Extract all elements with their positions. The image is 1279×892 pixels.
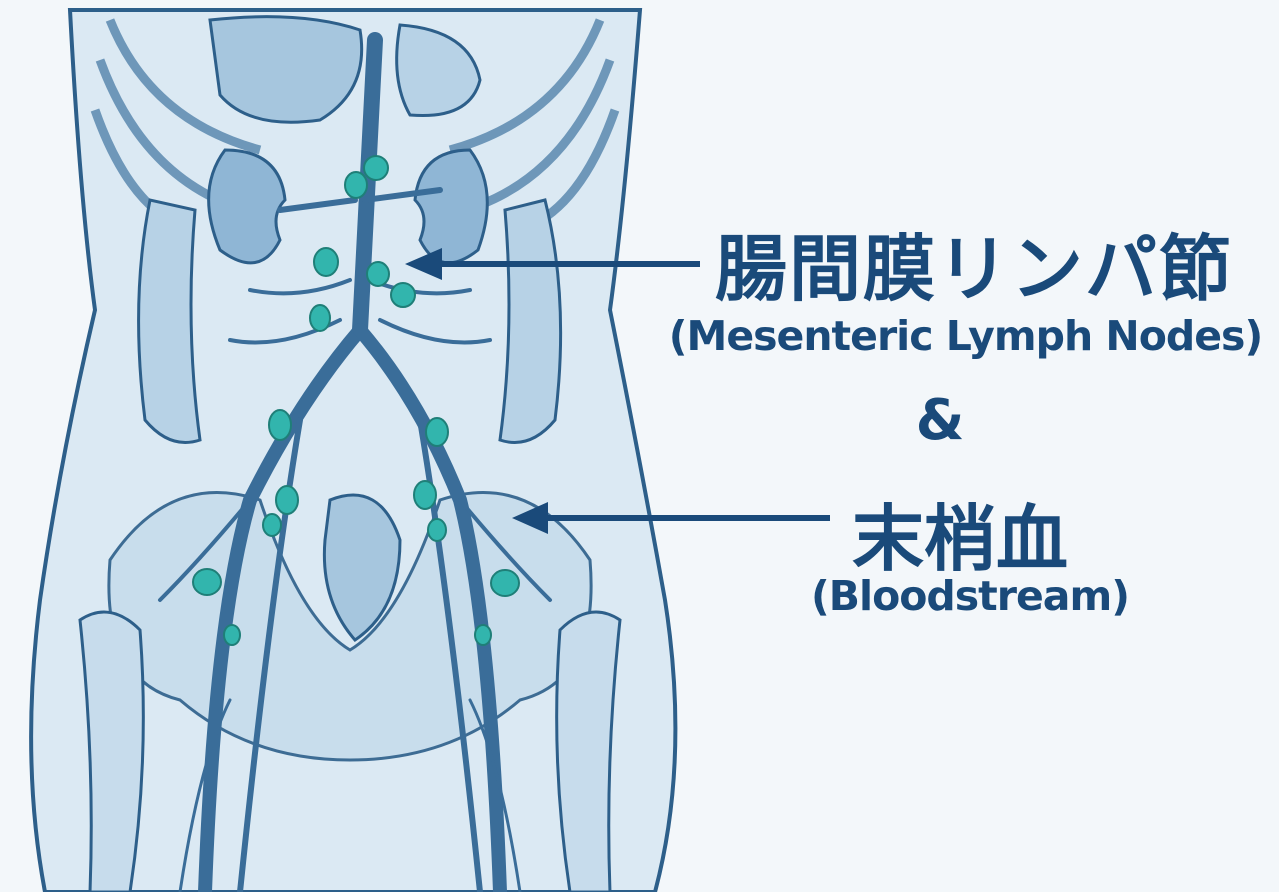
bloodstream-label-en: (Bloodstream) xyxy=(780,572,1160,620)
mesenteric-label-ja: 腸間膜リンパ節 xyxy=(715,210,1215,315)
mesenteric-label-en: (Mesenteric Lymph Nodes) xyxy=(652,312,1279,360)
ampersand-label: & xyxy=(900,388,980,453)
bloodstream-label-ja: 末梢血 xyxy=(845,480,1075,585)
arrow-to-lymph-nodes xyxy=(405,248,700,280)
arrow-to-bloodstream xyxy=(512,502,830,534)
